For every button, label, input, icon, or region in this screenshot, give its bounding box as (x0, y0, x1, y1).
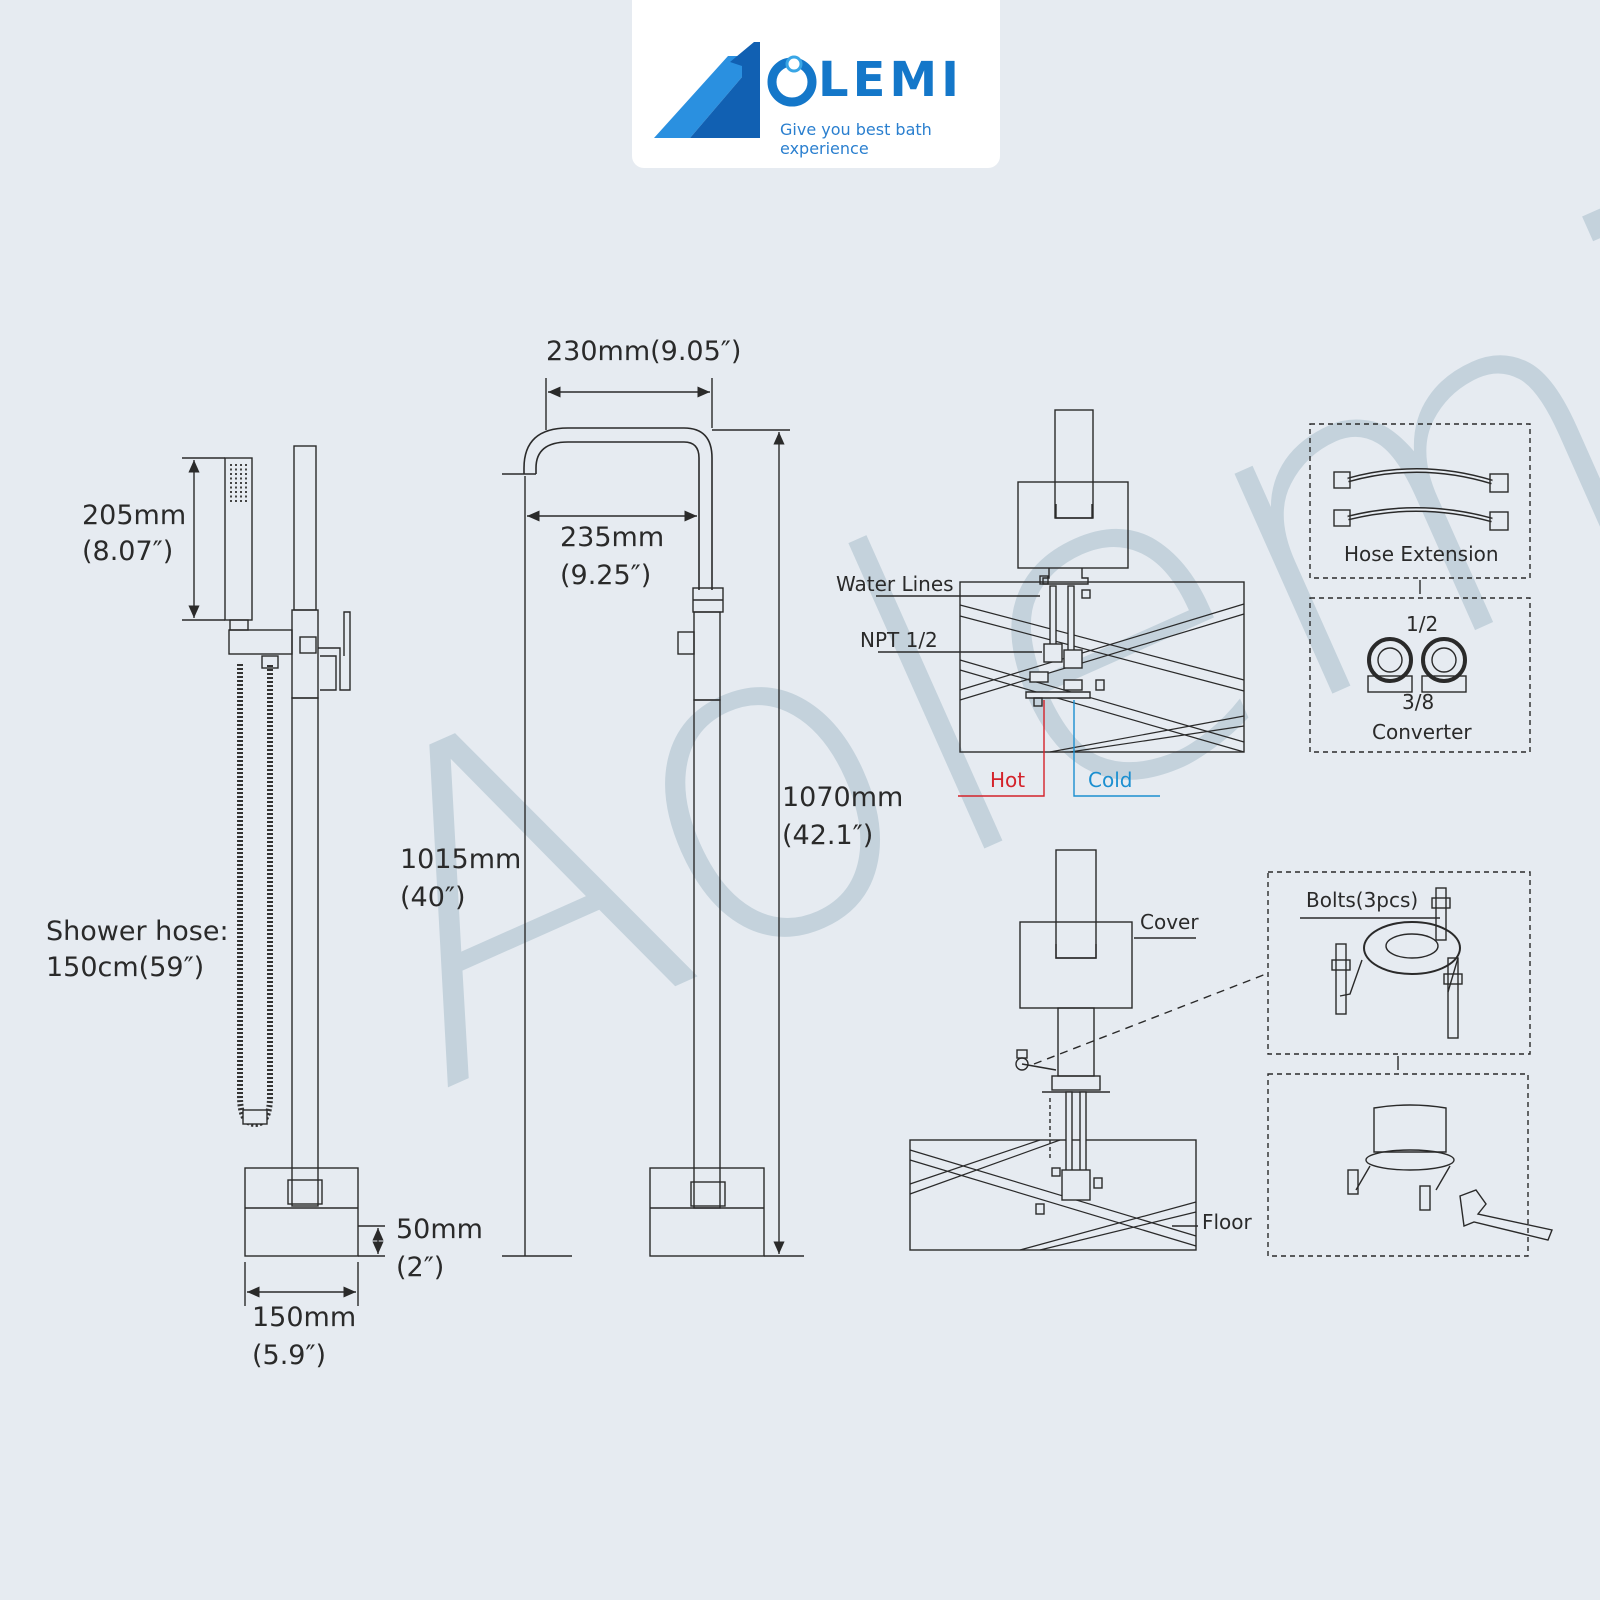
handshower-length-inch: (8.07″) (82, 536, 174, 567)
hand-shower-holder (293, 445, 317, 611)
shower-hose-label: Shower hose: (46, 916, 229, 947)
shower-hose (237, 664, 273, 1128)
bolts-label: Bolts(3pcs) (1306, 888, 1419, 912)
total-height-mm: 1070mm (782, 782, 904, 813)
spout-outer (523, 427, 713, 590)
pipe-top (1054, 409, 1094, 519)
front-view-faucet (502, 427, 765, 1257)
base-height-mm: 50mm (396, 1214, 483, 1245)
converter-size-top: 1/2 (1406, 612, 1439, 636)
main-pipe (291, 697, 319, 1207)
bolts-box (1267, 871, 1531, 1070)
cover-label: Cover (1140, 910, 1199, 934)
spout-reach-inner-mm: 235mm (560, 522, 665, 553)
front-base (649, 1167, 765, 1257)
cold-label: Cold (1088, 768, 1133, 792)
control-knob (677, 631, 695, 655)
wrench-box (1267, 1073, 1553, 1257)
water-line-connection (876, 409, 1245, 797)
brand-name: LEMI (818, 52, 963, 108)
mixer-handle (318, 611, 351, 691)
base-height-inch: (2″) (396, 1252, 445, 1283)
spout-height-inch: (40″) (400, 882, 466, 913)
side-view-faucet (224, 445, 359, 1257)
hot-label: Hot (990, 768, 1026, 792)
npt-label: NPT 1/2 (860, 628, 938, 652)
brand-tagline: Give you best bath experience (780, 120, 932, 158)
shower-hose-value: 150cm(59″) (46, 952, 205, 983)
front-pipe (693, 699, 721, 1209)
brand-logo: LEMI Give you best bath experience (632, 0, 1000, 168)
spout-reach-inner-inch: (9.25″) (560, 560, 652, 591)
spout-reach-top: 230mm(9.05″) (546, 336, 742, 367)
base-width-mm: 150mm (252, 1302, 357, 1333)
hose-extension-label: Hose Extension (1344, 542, 1499, 566)
converter-size-bottom: 3/8 (1402, 690, 1435, 714)
cover-top (1017, 481, 1129, 569)
dimension-lines-middle (502, 378, 804, 1257)
total-height-inch: (42.1″) (782, 820, 874, 851)
spout-height-mm: 1015mm (400, 844, 522, 875)
water-lines-label: Water Lines (836, 572, 954, 596)
pipe-bottom (1055, 849, 1097, 959)
logo-mark-icon (654, 42, 817, 138)
base-width-inch: (5.9″) (252, 1340, 327, 1371)
converter-label: Converter (1372, 720, 1472, 744)
dimension-lines-left (182, 457, 385, 1306)
hand-shower (224, 457, 253, 621)
floor-base (244, 1167, 359, 1257)
cover-bottom (1019, 921, 1133, 1009)
handshower-length-mm: 205mm (82, 500, 187, 531)
wrench-icon (1459, 1189, 1553, 1241)
spout-inner (535, 441, 700, 590)
hand-shower-nozzles (230, 464, 247, 504)
floor-label: Floor (1202, 1210, 1252, 1234)
floor-mount-installation (909, 849, 1267, 1251)
floor-box-top (959, 581, 1245, 753)
floor-box-bottom (909, 1139, 1197, 1251)
hose-extension-box (1309, 423, 1531, 594)
converter-box (1309, 597, 1531, 753)
diverter-body (228, 629, 293, 655)
